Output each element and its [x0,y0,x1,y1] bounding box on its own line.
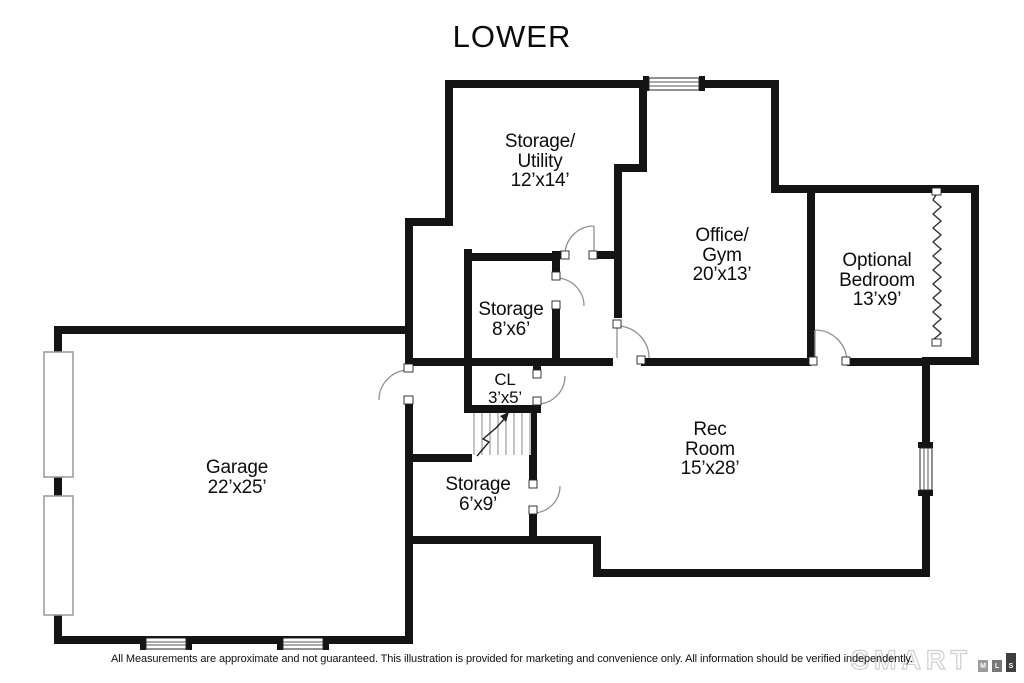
room-dimensions: 15’x28’ [680,458,740,479]
disclaimer-text: All Measurements are approximate and not… [111,653,913,665]
walls-inner [405,80,928,544]
room-name-line: Room [685,438,735,460]
room-name-line: Rec [693,419,727,440]
room-name-line: Optional [842,250,912,271]
room-label-closet: CL 3’x5’ [488,371,522,407]
stairs-up-arrow [476,415,508,457]
window-rec-room [918,442,933,496]
room-dimensions: 3’x5’ [488,388,522,407]
room-label-storage-6x9: Storage 6’x9’ [445,475,510,514]
room-name-line: Office/ [695,225,749,246]
stairs-treads [473,413,531,455]
room-name-line: Storage [445,474,511,495]
room-label-office-gym: Office/ Gym 20’x13’ [693,226,752,285]
logo-box-m: M [978,660,988,672]
room-dimensions: 20’x13’ [692,264,752,285]
wall-break-line [931,192,943,346]
room-name-line: Bedroom [839,269,915,291]
garage-door-panel-2 [43,495,74,616]
logo-box-l: L [992,660,1002,672]
door-jambs [403,250,851,515]
room-name-line: Garage [205,457,269,478]
room-dimensions: 13’x9’ [852,289,902,310]
room-name-line: Storage [478,299,544,320]
room-dimensions: 12’x14’ [510,170,570,191]
window-garage-2 [277,636,329,650]
room-label-rec-room: Rec Room 15’x28’ [681,420,740,479]
room-name-line: Utility [517,150,563,172]
door-arc-garage [378,369,410,401]
room-dimensions: 8’x6’ [491,318,531,340]
room-name-line: Gym [702,244,742,266]
wall-break-jambs [931,187,942,347]
door-arc-office-gym [616,325,650,359]
door-arc-storage-utility [564,225,595,256]
room-dimensions: 22’x25’ [207,476,267,498]
smartmls-logo: SMART M L S [850,643,1016,676]
window-garage-1 [140,636,192,650]
walls-outer [54,80,979,644]
smartmls-wordmark: SMART [850,644,972,675]
garage-door-panel-1 [43,351,74,478]
doors [378,225,848,514]
stairs-arrow-head [500,412,509,422]
room-label-storage-utility: Storage/ Utility 12’x14’ [505,132,575,191]
logo-box-s: S [1006,653,1016,672]
room-dimensions: 6’x9’ [458,493,498,515]
room-label-optional-bedroom: Optional Bedroom 13’x9’ [839,251,915,310]
room-name-line: CL [494,370,516,389]
room-label-garage: Garage 22’x25’ [206,458,268,497]
window-top [643,76,705,91]
room-label-storage-8x6: Storage 8’x6’ [478,300,543,339]
stairs [473,412,531,457]
smartmls-boxes: M L S [978,653,1016,675]
room-name-line: Storage/ [504,131,576,152]
plan-title: LOWER [452,19,572,54]
